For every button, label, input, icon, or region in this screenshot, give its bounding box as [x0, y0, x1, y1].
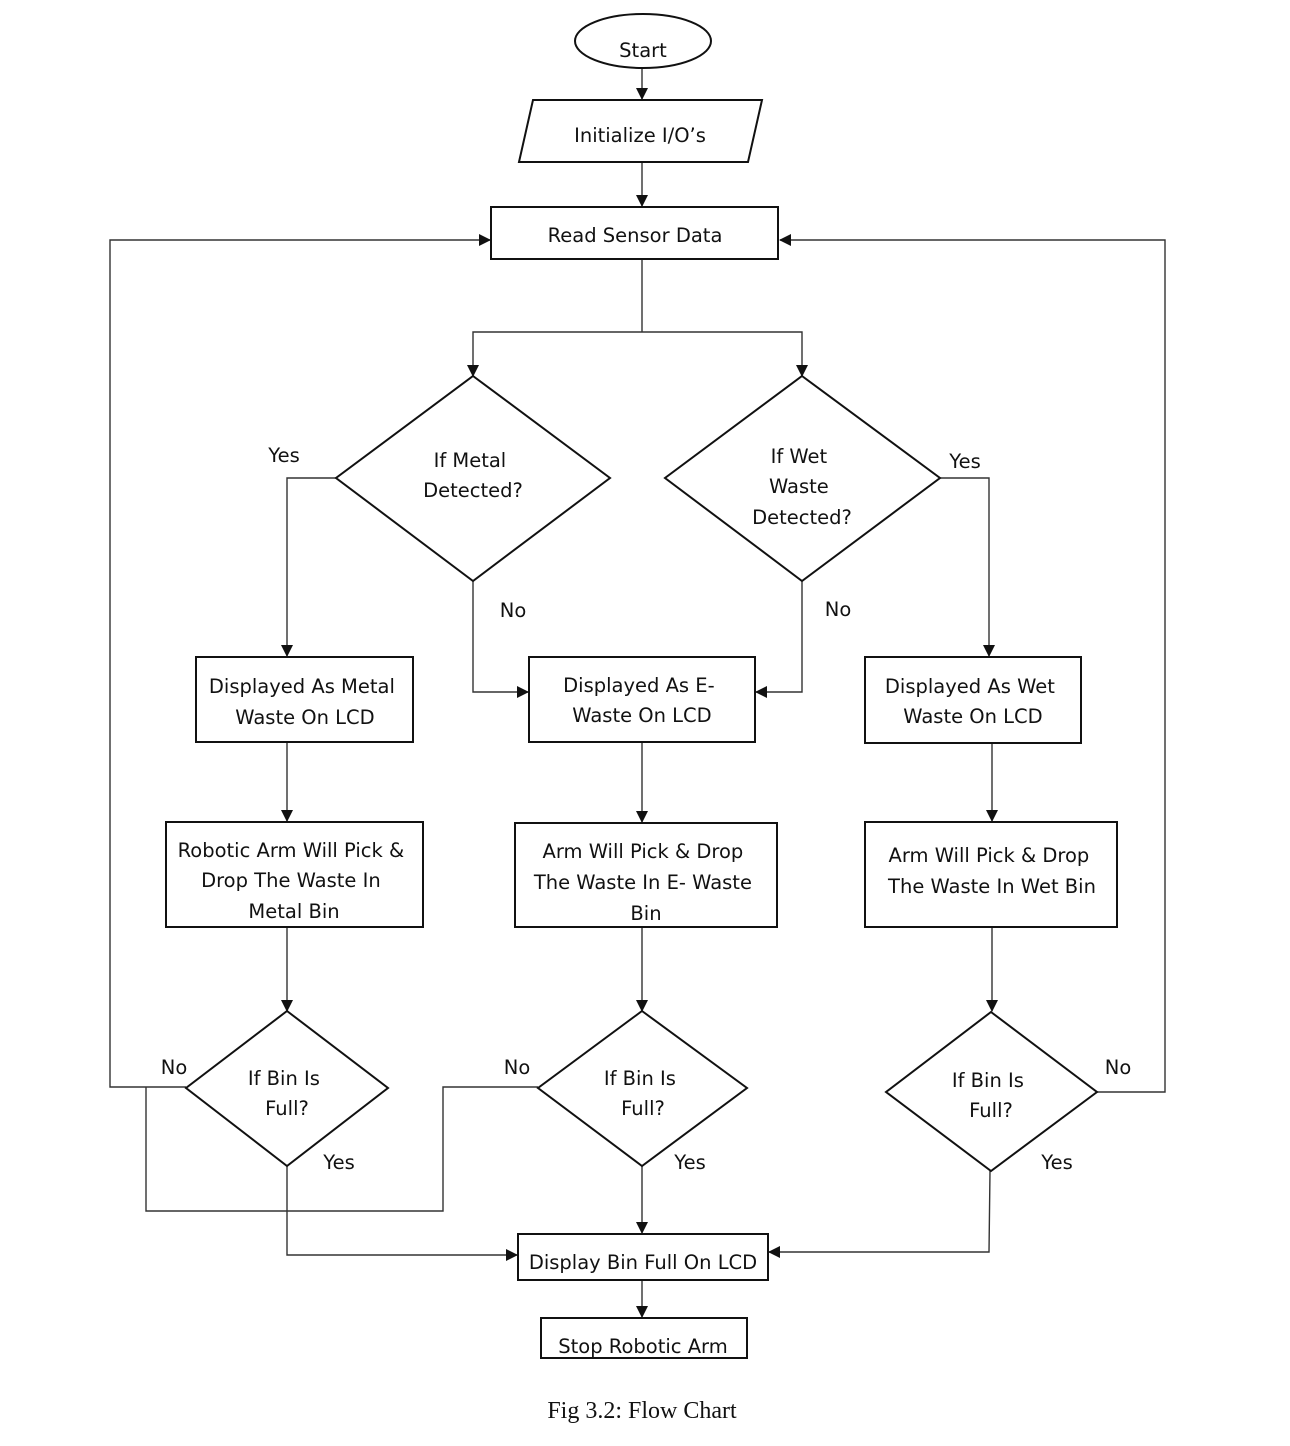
metal-arm-line-2: Drop The Waste In	[201, 869, 381, 892]
init-label: Initialize I/O’s	[574, 124, 706, 147]
metal-arm-line-1: Robotic Arm Will Pick &	[178, 839, 405, 862]
wet-lcd-line-2: Waste On LCD	[903, 705, 1042, 728]
wet-lcd-box	[864, 656, 1082, 744]
bin3-no-label: No	[1105, 1056, 1132, 1079]
bin3-decision	[884, 1010, 1099, 1173]
bin1-yes-label: Yes	[322, 1151, 354, 1174]
bin2-decision	[536, 1009, 749, 1168]
metal-arm-label: Robotic Arm Will Pick & Drop The Waste I…	[178, 839, 411, 923]
stop-line: Stop Robotic Arm	[558, 1335, 727, 1358]
wet-no-label: No	[825, 598, 852, 621]
read-label: Read Sensor Data	[548, 224, 723, 247]
wet-arm-line-1: Arm Will Pick & Drop	[889, 844, 1090, 867]
bin1-question-line-1: If Bin Is	[248, 1067, 320, 1090]
bin3-question-label: If Bin Is Full?	[952, 1069, 1030, 1122]
edge-wet-yes	[940, 477, 995, 657]
init-io-parallelogram	[517, 99, 764, 163]
wet-yes-label: Yes	[948, 450, 980, 473]
node-labels: Start Initialize I/O’s Read Sensor Data …	[178, 39, 1096, 1358]
wet-lcd-label: Displayed As Wet Waste On LCD	[885, 675, 1061, 728]
bin3-question-line-2: Full?	[969, 1099, 1013, 1122]
edge-bin3-yes	[768, 1170, 991, 1258]
metal-question-line-1: If Metal	[434, 449, 507, 472]
bin1-no-label: No	[161, 1056, 188, 1079]
start-label: Start	[619, 39, 667, 62]
init-label-line: Initialize I/O’s	[574, 124, 706, 147]
edge-split-metal	[467, 331, 642, 377]
metal-arm-line-3: Metal Bin	[248, 900, 339, 923]
bin1-question-label: If Bin Is Full?	[248, 1067, 326, 1120]
metal-arm-box	[165, 821, 424, 928]
wet-decision	[663, 374, 942, 583]
metal-lcd-box	[195, 656, 414, 743]
bin-full-box	[517, 1233, 769, 1281]
metal-decision	[334, 374, 612, 583]
edge-labels: Yes No Yes No No Yes No Yes No Yes	[161, 444, 1132, 1174]
edge-metal-no	[472, 581, 529, 698]
wet-question-line-3: Detected?	[752, 506, 852, 529]
edge-bin1-yes	[286, 1166, 518, 1261]
bin1-question-line-2: Full?	[265, 1097, 309, 1120]
ewaste-arm-box	[514, 822, 778, 928]
ewaste-arm-line-3: Bin	[630, 902, 661, 925]
bin3-question-line-1: If Bin Is	[952, 1069, 1024, 1092]
ewaste-lcd-line-1: Displayed As E-	[563, 674, 715, 697]
ewaste-lcd-label: Displayed As E- Waste On LCD	[563, 674, 721, 727]
wet-lcd-line-1: Displayed As Wet	[885, 675, 1055, 698]
bin1-decision	[184, 1009, 390, 1168]
read-label-line: Read Sensor Data	[548, 224, 723, 247]
bin3-yes-label: Yes	[1040, 1151, 1072, 1174]
wet-question-line-2: Waste	[769, 475, 829, 498]
edge-bin2-no-loop	[145, 1086, 538, 1212]
metal-yes-label: Yes	[267, 444, 299, 467]
ewaste-lcd-line-2: Waste On LCD	[572, 704, 711, 727]
bin2-no-label: No	[504, 1056, 531, 1079]
edge-bin3-no-loop	[779, 234, 1166, 1093]
read-sensor-box	[490, 206, 779, 260]
metal-no-label: No	[500, 599, 527, 622]
edge-wet-no	[755, 581, 803, 698]
ewaste-arm-label: Arm Will Pick & Drop The Waste In E- Was…	[533, 840, 758, 925]
wet-arm-line-2: The Waste In Wet Bin	[887, 875, 1096, 898]
bin-full-label: Display Bin Full On LCD	[529, 1251, 757, 1274]
edge-metal-yes	[281, 477, 336, 657]
bin2-question-label: If Bin Is Full?	[604, 1067, 682, 1120]
stop-label: Stop Robotic Arm	[558, 1335, 727, 1358]
stop-box	[540, 1317, 748, 1359]
metal-lcd-line-1: Displayed As Metal	[209, 675, 395, 698]
ewaste-arm-line-2: The Waste In E- Waste	[533, 871, 752, 894]
metal-lcd-line-2: Waste On LCD	[235, 706, 374, 729]
bin2-yes-label: Yes	[673, 1151, 705, 1174]
figure-caption: Fig 3.2: Flow Chart	[547, 1398, 737, 1424]
edge-bin1-no-loop	[109, 234, 491, 1088]
wet-arm-label: Arm Will Pick & Drop The Waste In Wet Bi…	[887, 844, 1096, 898]
connectors	[109, 68, 1166, 1318]
wet-question-line-1: If Wet	[771, 445, 828, 468]
start-label-line: Start	[619, 39, 667, 62]
start-terminal	[574, 13, 712, 69]
metal-lcd-label: Displayed As Metal Waste On LCD	[209, 675, 401, 729]
metal-question-line-2: Detected?	[423, 479, 523, 502]
ewaste-arm-line-1: Arm Will Pick & Drop	[543, 840, 744, 863]
bin2-question-line-2: Full?	[621, 1097, 665, 1120]
wet-arm-box	[864, 821, 1118, 928]
bin2-question-line-1: If Bin Is	[604, 1067, 676, 1090]
bin-full-line: Display Bin Full On LCD	[529, 1251, 757, 1274]
wet-question-label: If Wet Waste Detected?	[752, 445, 852, 529]
ewaste-lcd-box	[528, 656, 756, 743]
edge-split-wet	[642, 331, 808, 377]
shapes	[165, 13, 1118, 1359]
metal-question-label: If Metal Detected?	[423, 449, 523, 502]
